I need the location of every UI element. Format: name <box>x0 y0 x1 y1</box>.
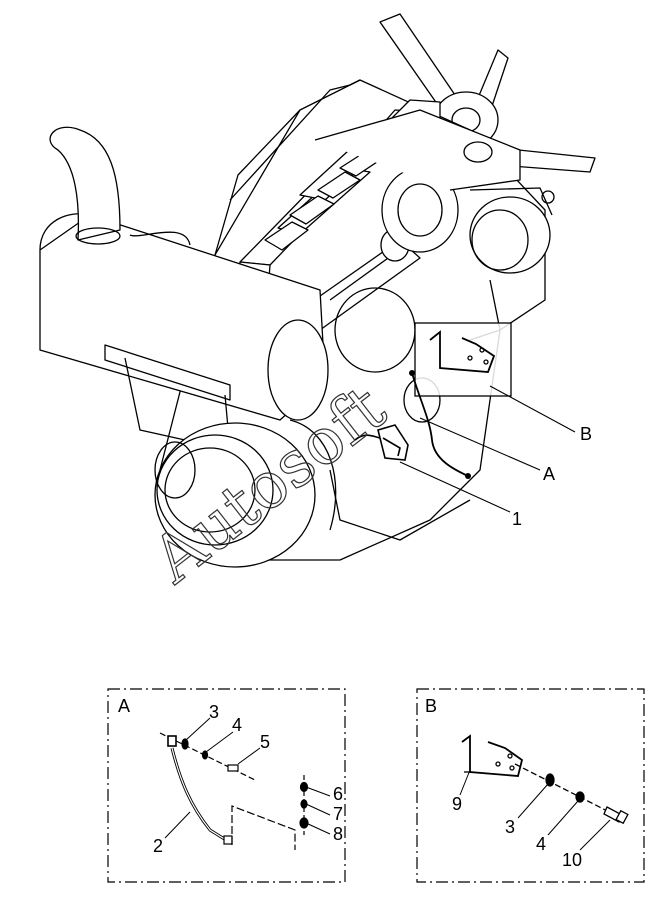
callout-1-label: 1 <box>512 509 522 529</box>
detail-b-label-9: 9 <box>452 794 462 814</box>
exhaust-elbow <box>49 126 121 245</box>
detail-a-panel: A <box>107 688 346 883</box>
detail-a-title: A <box>118 696 130 716</box>
detail-b-label-4: 4 <box>536 834 546 854</box>
air-cleaner <box>39 213 329 451</box>
leader-lines <box>399 385 576 513</box>
cable-a <box>411 372 469 477</box>
cable-end-bottom <box>465 473 471 479</box>
callout-b-label: B <box>580 424 592 444</box>
detail-b-label-3: 3 <box>505 817 515 837</box>
alternator <box>469 187 555 274</box>
detail-a-label-6: 6 <box>333 784 343 804</box>
bracket-b-inset <box>414 322 512 397</box>
detail-b-label-10: 10 <box>562 850 582 870</box>
detail-a-label-2: 2 <box>153 836 163 856</box>
detail-a-label-5: 5 <box>260 732 270 752</box>
detail-a-label-7: 7 <box>333 804 343 824</box>
part-1-bracket <box>354 424 409 461</box>
detail-a-label-3: 3 <box>209 702 219 722</box>
flywheel <box>154 419 337 568</box>
detail-a-label-4: 4 <box>232 715 242 735</box>
detail-a-label-8: 8 <box>333 824 343 844</box>
engine-illustration <box>39 13 596 568</box>
cable-end-top <box>409 370 415 376</box>
detail-b-title: B <box>425 696 437 716</box>
detail-b-panel: B 9 3 4 10 <box>416 688 645 883</box>
callout-a-label: A <box>543 464 555 484</box>
